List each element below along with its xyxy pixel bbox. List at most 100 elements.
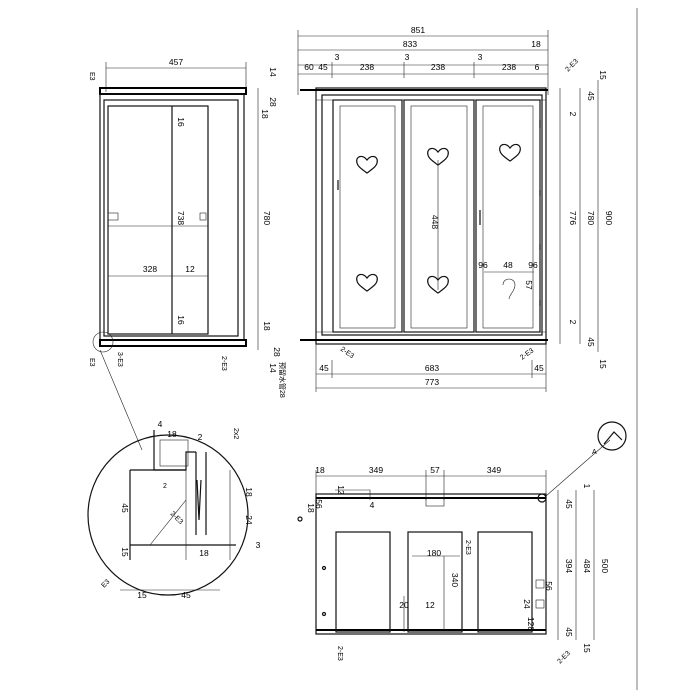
detail-angle-label: 2-E3 bbox=[169, 510, 184, 525]
dim-3c: 3 bbox=[478, 52, 483, 62]
side-dim-28-top: 28 bbox=[268, 97, 278, 107]
dim-45-br: 45 bbox=[534, 363, 544, 373]
plan-dim-20: 20 bbox=[399, 600, 409, 610]
dim-238a: 238 bbox=[360, 62, 374, 72]
plan-dim-349a: 349 bbox=[369, 465, 383, 475]
detail-dim-3: 3 bbox=[256, 540, 261, 550]
plan-dim-394: 394 bbox=[564, 559, 574, 573]
dim-833: 833 bbox=[403, 39, 417, 49]
heart-icon bbox=[356, 155, 378, 174]
detail-leader bbox=[99, 349, 143, 451]
dim-3b: 3 bbox=[405, 52, 410, 62]
plan-dim-45-top: 45 bbox=[564, 499, 574, 509]
detail-marker bbox=[92, 331, 114, 353]
detail-dim-18-inner: 18 bbox=[199, 548, 209, 558]
side-vertical-note: 预留水管28 bbox=[278, 362, 287, 398]
callout-2e3-top: 2-E3 bbox=[564, 58, 579, 73]
plan-dim-18: 18 bbox=[315, 465, 325, 475]
dim-45: 45 bbox=[318, 62, 328, 72]
detail-tag: 2x2 bbox=[232, 428, 239, 439]
plan-frame bbox=[315, 493, 547, 635]
plan-box-right bbox=[477, 531, 533, 633]
plan-dim-340: 340 bbox=[450, 573, 460, 587]
detail-view: 4 18 2 2x2 45 15 18 24 3 2-E3 18 15 45 E… bbox=[87, 419, 261, 600]
side-dim-28-bot: 28 bbox=[272, 347, 282, 357]
side-dim-328: 328 bbox=[143, 264, 157, 274]
plan-dim-484: 484 bbox=[582, 559, 592, 573]
callout-2e3-bl: 2-E3 bbox=[339, 346, 355, 360]
dim-96b: 96 bbox=[528, 260, 538, 270]
dim-448: 448 bbox=[430, 215, 440, 229]
dim-238c: 238 bbox=[502, 62, 516, 72]
dim-773: 773 bbox=[425, 377, 439, 387]
plan-dim-180: 180 bbox=[427, 548, 441, 558]
side-dim-457: 457 bbox=[169, 57, 183, 67]
detail-dim-15-left: 15 bbox=[120, 547, 130, 557]
side-dim-18-bot: 18 bbox=[262, 321, 272, 331]
detail-circle bbox=[87, 434, 249, 596]
detail-dim-45-bot: 45 bbox=[181, 590, 191, 600]
dim-6: 6 bbox=[535, 62, 540, 72]
detail-callout-e3: E3 bbox=[100, 578, 111, 589]
plan-view: 18 349 57 349 12 4 18 56 180 2-E3 340 20… bbox=[297, 421, 627, 665]
dim-900: 900 bbox=[604, 211, 614, 225]
dim-2-top: 2 bbox=[568, 112, 578, 117]
heart-icon bbox=[499, 143, 521, 162]
side-code-e3-bot: E3 bbox=[88, 358, 95, 367]
plan-dim-56-right: 56 bbox=[544, 581, 554, 591]
dim-780: 780 bbox=[586, 211, 596, 225]
side-code-3e3: 3-E3 bbox=[116, 352, 123, 367]
dim-45-bl: 45 bbox=[319, 363, 329, 373]
dim-3a: 3 bbox=[335, 52, 340, 62]
side-dim-12: 12 bbox=[185, 264, 195, 274]
dim-96a: 96 bbox=[478, 260, 488, 270]
plan-box-middle bbox=[407, 531, 463, 633]
plan-box-left bbox=[335, 531, 391, 633]
dim-18: 18 bbox=[531, 39, 541, 49]
side-dim-16-top: 16 bbox=[176, 117, 186, 127]
front-view: 851 833 18 60 45 3 238 3 238 3 238 6 bbox=[297, 25, 614, 392]
dim-45-top: 45 bbox=[586, 91, 596, 101]
plan-corner-detail bbox=[597, 421, 627, 451]
detail-dim-2: 2 bbox=[198, 432, 203, 442]
plan-dim-18-left: 18 bbox=[306, 503, 316, 513]
dim-45-bot: 45 bbox=[586, 337, 596, 347]
heart-icon bbox=[356, 273, 378, 292]
side-dim-16-bot: 16 bbox=[176, 315, 186, 325]
dim-15-bot: 15 bbox=[598, 359, 608, 369]
detail-dim-18-top: 18 bbox=[167, 429, 177, 439]
dim-683: 683 bbox=[425, 363, 439, 373]
front-frame bbox=[315, 87, 547, 345]
detail-dim-45-left: 45 bbox=[120, 503, 130, 513]
plan-dim-12-mid: 12 bbox=[425, 600, 435, 610]
side-dim-14-top: 14 bbox=[268, 67, 278, 77]
detail-callout-2: 2 bbox=[163, 483, 167, 490]
detail-dim-4: 4 bbox=[158, 419, 163, 429]
side-code-e3: E3 bbox=[88, 72, 95, 81]
plan-dim-1: 1 bbox=[582, 484, 592, 489]
heart-icon bbox=[427, 275, 449, 294]
dim-60: 60 bbox=[304, 62, 314, 72]
dim-851: 851 bbox=[411, 25, 425, 35]
plan-dim-500: 500 bbox=[600, 559, 610, 573]
dim-238b: 238 bbox=[431, 62, 445, 72]
plan-dim-45-bot: 45 bbox=[564, 627, 574, 637]
callout-2e3-br: 2-E3 bbox=[519, 347, 535, 361]
plan-dim-349b: 349 bbox=[487, 465, 501, 475]
plan-callout-br: 2-E3 bbox=[556, 650, 571, 665]
panel-right bbox=[475, 99, 541, 333]
dim-48: 48 bbox=[503, 260, 513, 270]
plan-corner-label: A bbox=[592, 449, 597, 456]
side-door bbox=[107, 105, 209, 335]
side-dim-18-top: 18 bbox=[260, 109, 270, 119]
plan-dim-12: 12 bbox=[336, 485, 346, 495]
detail-dim-24: 24 bbox=[244, 515, 254, 525]
side-dim-738: 738 bbox=[176, 211, 186, 225]
side-dim-780: 780 bbox=[262, 211, 272, 225]
plan-code-2e3: 2-E3 bbox=[464, 540, 471, 555]
dim-15-top: 15 bbox=[598, 70, 608, 80]
plan-dim-4: 4 bbox=[370, 500, 375, 510]
plan-dim-24-right: 24 bbox=[522, 599, 532, 609]
side-dim-14-bot: 14 bbox=[268, 363, 278, 373]
